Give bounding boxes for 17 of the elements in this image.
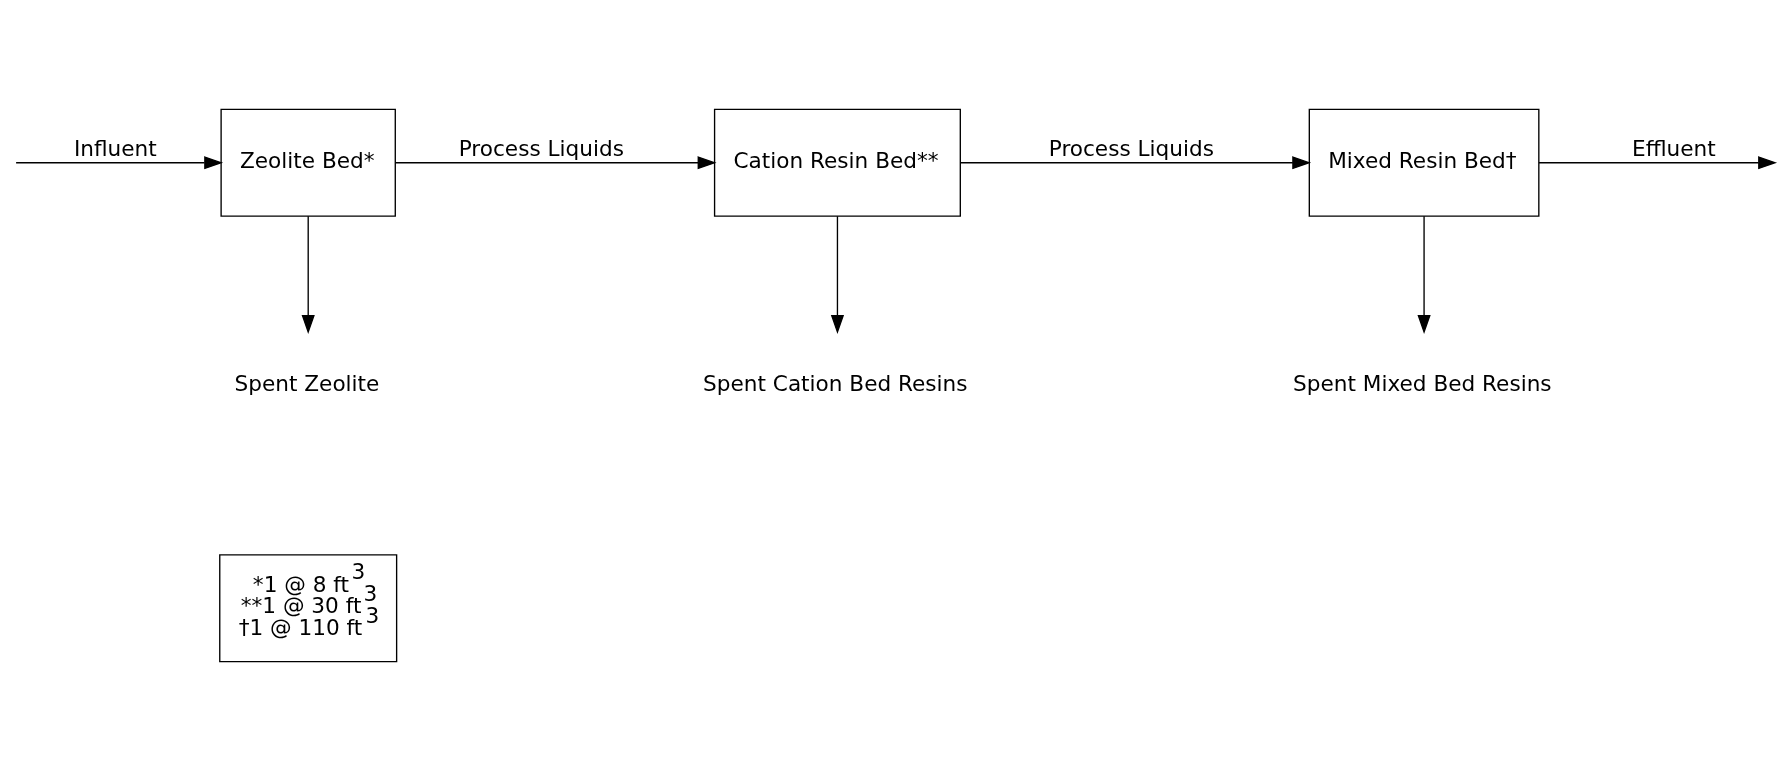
node-box: Cation Resin Bed** bbox=[713, 108, 961, 217]
arrow bbox=[301, 215, 315, 335]
arrow bbox=[14, 156, 223, 170]
arrow bbox=[1416, 215, 1431, 335]
edge-label: Influent bbox=[73, 135, 157, 161]
node-text: Spent Mixed Bed Resins bbox=[1292, 370, 1552, 396]
arrow bbox=[830, 215, 844, 335]
edge-label: Process Liquids bbox=[1048, 135, 1214, 161]
arrow bbox=[1537, 156, 1777, 170]
arrow bbox=[394, 156, 717, 170]
node-text: Spent Cation Bed Resins bbox=[702, 370, 968, 396]
edge-label: Effluent bbox=[1631, 135, 1716, 161]
arrow bbox=[959, 156, 1311, 170]
node-text: Spent Zeolite bbox=[234, 370, 379, 396]
node-box: Mixed Resin Bed† bbox=[1308, 108, 1539, 217]
edge-label: Process Liquids bbox=[458, 135, 624, 161]
node-box: Zeolite Bed* bbox=[219, 108, 396, 217]
